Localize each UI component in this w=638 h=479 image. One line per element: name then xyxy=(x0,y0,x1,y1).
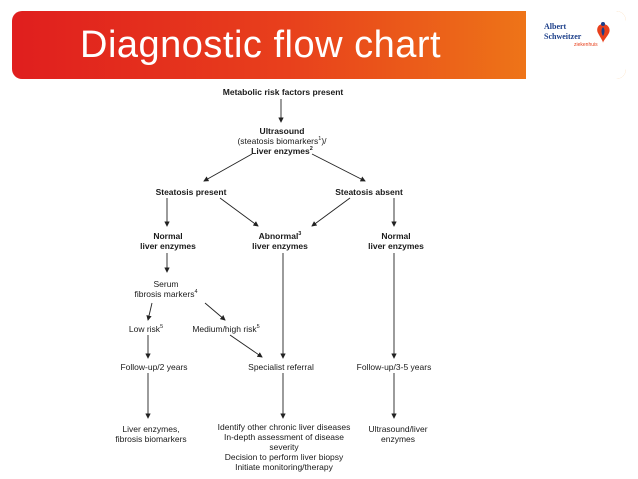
node-serum-fibrosis: Serum fibrosis markers4 xyxy=(134,279,198,299)
flowchart-area: Metabolic risk factors present Ultrasoun… xyxy=(100,82,432,479)
node-normal-liver-right: Normal liver enzymes xyxy=(368,231,424,251)
arrow-serum-low xyxy=(146,302,153,321)
node-liver-enzymes-biomarkers: Liver enzymes, fibrosis biomarkers xyxy=(115,424,187,444)
node-abnormal-liver: Abnormal3 liver enzymes xyxy=(252,231,308,251)
node-low-risk: Low risk5 xyxy=(128,324,164,334)
arrow-absent-abnormal xyxy=(311,197,351,227)
node-ultrasound-liver-enzymes: Ultrasound/liver enzymes xyxy=(368,424,428,444)
arrow-ultrasound-steatosis-present xyxy=(203,153,253,182)
arrow-medium-specialist xyxy=(229,334,263,358)
header-banner xyxy=(12,11,626,79)
node-identify-chronic: Identify other chronic liver diseases In… xyxy=(217,422,351,472)
logo-mark-icon xyxy=(597,22,610,43)
node-medium-high-risk: Medium/high risk5 xyxy=(192,324,260,334)
node-steatosis-absent: Steatosis absent xyxy=(335,187,403,197)
slide-title: Diagnostic flow chart xyxy=(80,24,442,66)
arrow-serum-medium xyxy=(204,302,226,321)
node-ultrasound: Ultrasound (steatosis biomarkers1)/ Live… xyxy=(237,126,327,156)
hospital-logo: Albert Schweitzer ziekenhuis xyxy=(526,11,626,79)
logo-name: Albert Schweitzer xyxy=(544,22,582,41)
node-specialist-referral: Specialist referral xyxy=(248,362,314,372)
node-followup-3-5-years: Follow-up/3-5 years xyxy=(356,362,432,372)
arrow-ultrasound-steatosis-absent xyxy=(311,153,366,182)
node-steatosis-present: Steatosis present xyxy=(155,187,227,197)
node-followup-2-years: Follow-up/2 years xyxy=(120,362,188,372)
arrow-present-abnormal xyxy=(219,197,259,227)
node-normal-liver-left: Normal liver enzymes xyxy=(140,231,196,251)
logo-subtitle: ziekenhuis xyxy=(574,42,598,48)
node-metabolic-risk: Metabolic risk factors present xyxy=(222,87,344,97)
